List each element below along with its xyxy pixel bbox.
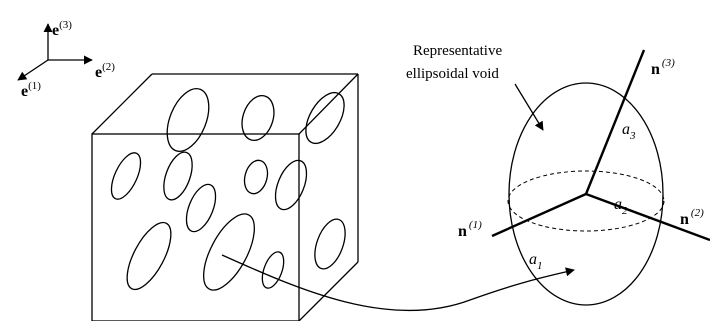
n3-axis — [584, 49, 646, 195]
void-ellipse — [185, 183, 217, 233]
representative-ellipsoid — [491, 49, 710, 306]
global-frame: e(3) e(2) e(1) — [17, 19, 115, 100]
void-ellipse — [163, 151, 193, 201]
cube-front-face — [91, 133, 300, 321]
void-label-line2: ellipsoidal void — [406, 66, 499, 82]
cube-edge-bottom-right — [298, 261, 359, 321]
void-label-line1: Representative — [413, 43, 502, 59]
cube-edge-top-right — [298, 73, 359, 135]
void-ellipse — [305, 91, 345, 145]
void-ellipse — [166, 88, 210, 152]
n2-axis — [585, 192, 710, 242]
void-ellipse — [241, 94, 275, 142]
ellipsoid-equator — [507, 170, 665, 232]
n1-label: n(1) — [458, 219, 482, 240]
n3-label: n(3) — [651, 57, 675, 78]
void-ellipse — [243, 159, 269, 195]
e3-label: e(3) — [52, 19, 72, 39]
a3-label: a3 — [622, 121, 636, 142]
e2-label: e(2) — [95, 61, 115, 81]
void-ellipse — [274, 159, 308, 211]
e1-label: e(1) — [21, 80, 41, 100]
void-ellipses — [110, 88, 346, 291]
void-ellipse — [110, 152, 142, 200]
a1-label: a1 — [529, 251, 543, 272]
n2-label: n(2) — [680, 207, 704, 228]
ellipsoid-outline — [508, 82, 664, 306]
void-ellipse — [203, 213, 255, 291]
a2-label: a2 — [614, 196, 628, 217]
void-ellipse — [126, 221, 172, 291]
void-label-pointer — [514, 83, 544, 131]
e1-axis-arrow — [17, 59, 49, 81]
void-ellipse — [314, 218, 346, 270]
porous-cube — [91, 73, 359, 321]
n1-axis — [491, 192, 587, 238]
connector-arrow — [221, 254, 575, 312]
void-ellipse — [261, 251, 285, 289]
cube-edge-top-left — [91, 73, 153, 135]
